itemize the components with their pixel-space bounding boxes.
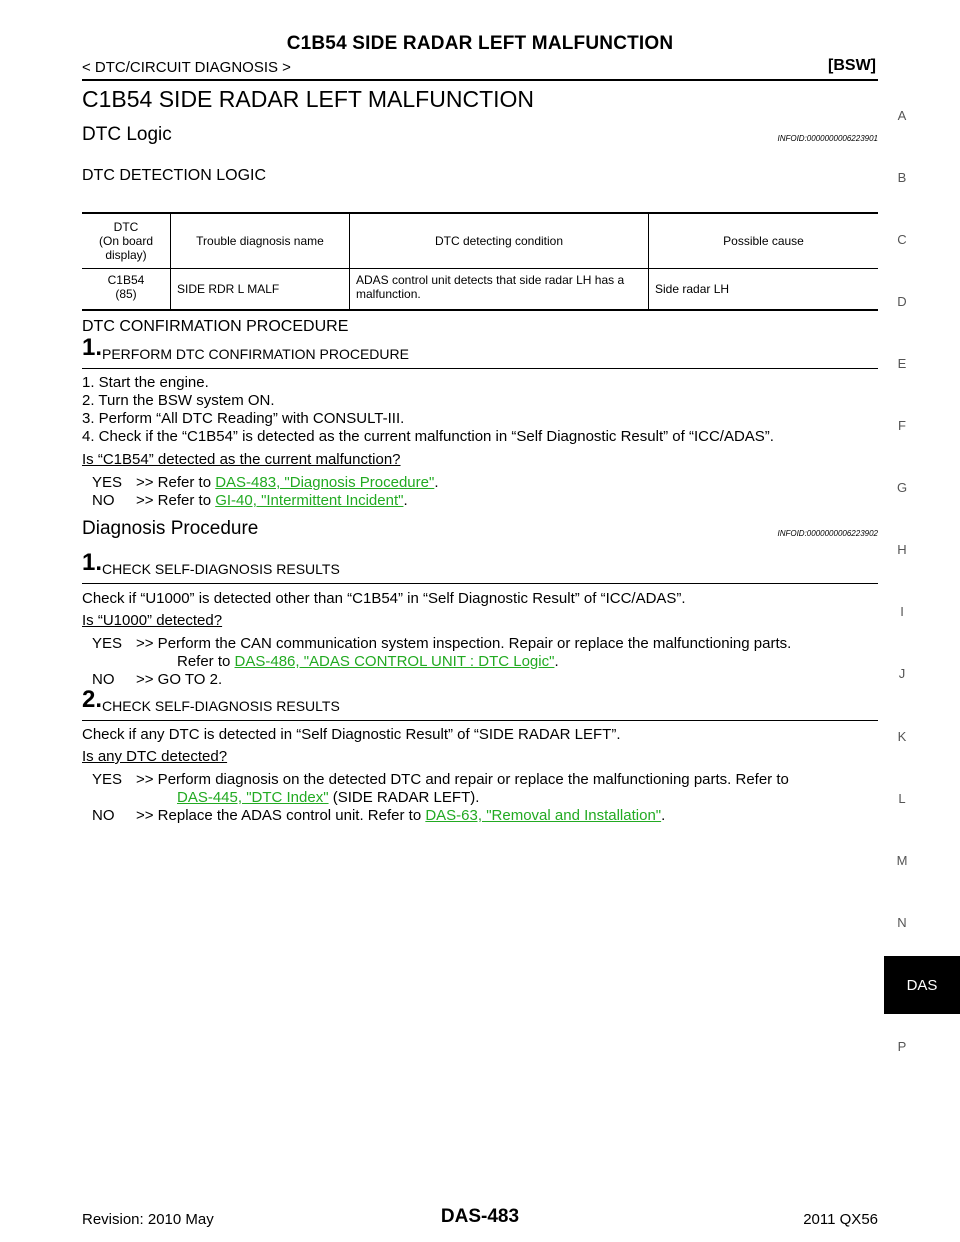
- side-index-b[interactable]: B: [897, 170, 907, 185]
- infoid-label: INFOID:0000000006223901: [777, 134, 878, 143]
- list-item: 3. Perform “All DTC Reading” with CONSUL…: [82, 410, 405, 427]
- section-tag: [BSW]: [828, 57, 876, 74]
- side-index-j[interactable]: J: [898, 666, 906, 681]
- dtc-table: DTC (On board display) Trouble diagnosis…: [82, 212, 878, 311]
- dtc-logic-heading: DTC Logic: [82, 124, 172, 145]
- yes-text: >> Perform diagnosis on the detected DTC…: [136, 771, 789, 788]
- answer-yes: YES >> Perform the CAN communication syst…: [92, 635, 878, 652]
- step-title: CHECK SELF-DIAGNOSIS RESULTS: [102, 698, 340, 714]
- answer-no: NO >> Replace the ADAS control unit. Refe…: [92, 807, 665, 824]
- header-divider: [82, 79, 878, 81]
- confirmation-steps: 1. Start the engine. 2. Turn the BSW sys…: [82, 374, 774, 446]
- table-header-dtc: DTC (On board display): [82, 212, 171, 269]
- list-item: 4. Check if the “C1B54” is detected as t…: [82, 428, 774, 445]
- answer-no: NO >> Refer to GI-40, "Intermittent Incid…: [92, 492, 408, 509]
- table-cell-dtc: C1B54 (85): [82, 268, 171, 311]
- model-label: 2011 QX56: [803, 1211, 878, 1228]
- no-label: NO: [92, 671, 115, 688]
- side-index-k[interactable]: K: [897, 729, 907, 744]
- side-index-das-tab[interactable]: DAS: [884, 956, 960, 1014]
- step-header: 2. CHECK SELF-DIAGNOSIS RESULTS: [82, 686, 878, 721]
- side-index-i[interactable]: I: [900, 604, 904, 619]
- step-number: 1.: [82, 549, 103, 576]
- table-header-cause: Possible cause: [648, 212, 878, 269]
- punctuation: .: [661, 807, 666, 824]
- list-item: 1. Start the engine.: [82, 374, 209, 391]
- after-text: (SIDE RADAR LEFT).: [328, 789, 480, 806]
- revision-label: Revision: 2010 May: [82, 1211, 214, 1228]
- dtc-detection-heading: DTC DETECTION LOGIC: [82, 167, 267, 184]
- side-index-c[interactable]: C: [897, 232, 907, 247]
- answer-no: NO >> GO TO 2.: [92, 671, 222, 688]
- question: Is “U1000” detected?: [82, 612, 223, 629]
- yes-label: YES: [92, 771, 123, 788]
- page-number: DAS-483: [440, 1206, 520, 1227]
- table-cell-cause: Side radar LH: [648, 268, 878, 311]
- infoid-label: INFOID:0000000006223902: [777, 529, 878, 538]
- step-title: CHECK SELF-DIAGNOSIS RESULTS: [102, 561, 340, 577]
- question: Is “C1B54” detected as the current malfu…: [82, 451, 401, 468]
- reference-link[interactable]: GI-40, "Intermittent Incident": [215, 492, 404, 509]
- table-cell-condition: ADAS control unit detects that side rada…: [349, 268, 649, 311]
- no-label: NO: [92, 492, 115, 509]
- side-index-p[interactable]: P: [897, 1039, 907, 1054]
- side-index-h[interactable]: H: [897, 542, 907, 557]
- side-index-d[interactable]: D: [897, 294, 907, 309]
- reference-link[interactable]: DAS-445, "DTC Index": [177, 789, 329, 806]
- punctuation: .: [554, 653, 559, 670]
- refer-text: Refer to: [177, 653, 235, 670]
- confirmation-heading: DTC CONFIRMATION PROCEDURE: [82, 318, 349, 335]
- yes-text: >> Perform the CAN communication system …: [136, 635, 792, 652]
- page-header-title: C1B54 SIDE RADAR LEFT MALFUNCTION: [286, 33, 674, 54]
- side-index-m[interactable]: M: [896, 853, 908, 868]
- no-text: >> GO TO 2.: [136, 671, 223, 688]
- breadcrumb: < DTC/CIRCUIT DIAGNOSIS >: [82, 59, 291, 76]
- step-text: Check if any DTC is detected in “Self Di…: [82, 726, 621, 743]
- step-header: 1. CHECK SELF-DIAGNOSIS RESULTS: [82, 549, 878, 584]
- side-index-n[interactable]: N: [897, 915, 907, 930]
- punctuation: .: [403, 492, 408, 509]
- reference-link[interactable]: DAS-483, "Diagnosis Procedure": [215, 474, 435, 491]
- yes-label: YES: [92, 474, 123, 491]
- diagnosis-heading: Diagnosis Procedure: [82, 518, 259, 539]
- step-header: 1. PERFORM DTC CONFIRMATION PROCEDURE: [82, 334, 878, 369]
- yes-text: >> Refer to: [136, 474, 216, 491]
- page-title: C1B54 SIDE RADAR LEFT MALFUNCTION: [82, 86, 535, 112]
- question: Is any DTC detected?: [82, 748, 228, 765]
- side-index-a[interactable]: A: [897, 108, 907, 123]
- answer-yes-refer: Refer to DAS-486, "ADAS CONTROL UNIT : D…: [177, 653, 559, 670]
- step-number: 2.: [82, 686, 103, 713]
- table-row: C1B54 (85) SIDE RDR L MALF ADAS control …: [82, 268, 878, 311]
- yes-label: YES: [92, 635, 123, 652]
- table-cell-name: SIDE RDR L MALF: [170, 268, 350, 311]
- list-item: 2. Turn the BSW system ON.: [82, 392, 275, 409]
- reference-link[interactable]: DAS-486, "ADAS CONTROL UNIT : DTC Logic": [234, 653, 555, 670]
- step-title: PERFORM DTC CONFIRMATION PROCEDURE: [102, 346, 409, 362]
- side-index-e[interactable]: E: [897, 356, 907, 371]
- no-text: >> Refer to: [136, 492, 216, 509]
- side-index-l[interactable]: L: [898, 791, 906, 806]
- side-index-g[interactable]: G: [896, 480, 908, 495]
- answer-yes: YES >> Refer to DAS-483, "Diagnosis Proce…: [92, 474, 438, 491]
- step-text: Check if “U1000” is detected other than …: [82, 590, 686, 607]
- table-header-name: Trouble diagnosis name: [170, 212, 350, 269]
- punctuation: .: [434, 474, 439, 491]
- reference-link[interactable]: DAS-63, "Removal and Installation": [425, 807, 662, 824]
- no-text: >> Replace the ADAS control unit. Refer …: [136, 807, 426, 824]
- step-number: 1.: [82, 334, 103, 361]
- no-label: NO: [92, 807, 115, 824]
- table-header-condition: DTC detecting condition: [349, 212, 649, 269]
- answer-yes: YES >> Perform diagnosis on the detected …: [92, 771, 878, 788]
- answer-yes-refer: DAS-445, "DTC Index" (SIDE RADAR LEFT).: [177, 789, 479, 806]
- side-index-f[interactable]: F: [898, 418, 906, 433]
